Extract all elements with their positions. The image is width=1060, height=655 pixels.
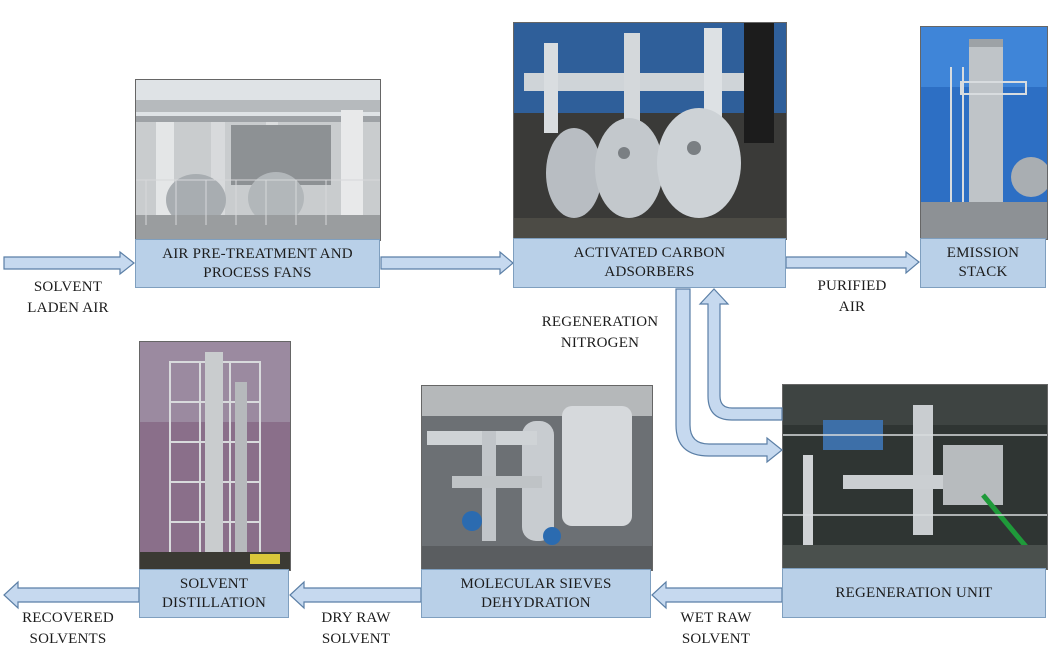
purified-flow-label: PURIFIED AIR [792,276,912,318]
adsorbers-to-stack-arrow [785,250,920,275]
pretreatment-label-line2: PROCESS FANS [203,264,312,281]
recovered-flow-label-line1: RECOVERED [22,610,114,626]
nitrogen-return-arrow [698,288,783,421]
adsorbers-label-line2: ADSORBERS [604,264,695,280]
stack-label: EMISSION STACK [920,238,1046,288]
dry-flow-label-line1: DRY RAW [321,610,391,626]
sieves-label-line2: DEHYDRATION [481,594,591,611]
distillation-label-line2: DISTILLATION [161,594,267,611]
inlet-flow-label-line1: SOLVENT [33,279,103,295]
regeneration-photo [782,384,1048,570]
purified-flow-label-line1: PURIFIED [817,278,887,294]
purified-flow-label-line2: AIR [838,299,866,315]
pretreatment-label: AIR PRE-TREATMENT AND PROCESS FANS [135,239,380,288]
recovered-flow-label-line2: SOLVENTS [29,631,107,647]
stack-label-line1: EMISSION [946,245,1020,261]
stack-label-line2: STACK [958,264,1008,280]
dry-flow-label-line2: SOLVENT [321,631,391,647]
inlet-arrow [3,250,135,276]
wet-flow-label-line1: WET RAW [680,610,752,626]
nitrogen-flow-label: REGENERATION NITROGEN [520,312,680,354]
nitrogen-flow-label-line1: REGENERATION [541,314,659,330]
dry-flow-label: DRY RAW SOLVENT [298,608,414,650]
distillation-photo [139,341,291,571]
sieves-label-line1: MOLECULAR SIEVES [460,575,612,592]
recovered-outlet-arrow [3,580,140,610]
recovered-flow-label: RECOVERED SOLVENTS [4,608,132,650]
dry-solvent-arrow [289,580,422,610]
wet-solvent-arrow [651,580,783,610]
adsorbers-label-line1: ACTIVATED CARBON [573,245,726,261]
nitrogen-flow-label-line2: NITROGEN [560,335,640,351]
distillation-label-line1: SOLVENT [179,575,249,592]
regeneration-label: REGENERATION UNIT [782,568,1046,618]
wet-flow-label-line2: SOLVENT [681,631,751,647]
nitrogen-supply-arrow [675,288,783,464]
pretreatment-photo [135,79,381,241]
sieves-photo [421,385,653,571]
wet-flow-label: WET RAW SOLVENT [658,608,774,650]
distillation-label: SOLVENT DISTILLATION [139,569,289,618]
pretreatment-label-line1: AIR PRE-TREATMENT AND [162,245,353,262]
stack-photo [920,26,1048,240]
adsorbers-label: ACTIVATED CARBON ADSORBERS [513,238,786,288]
inlet-flow-label-line2: LADEN AIR [27,300,109,316]
sieves-label: MOLECULAR SIEVES DEHYDRATION [421,569,651,618]
adsorbers-photo [513,22,787,240]
pretreatment-to-adsorbers-arrow [380,250,514,276]
inlet-flow-label: SOLVENT LADEN AIR [8,277,128,319]
regeneration-label-line1: REGENERATION UNIT [835,584,993,601]
